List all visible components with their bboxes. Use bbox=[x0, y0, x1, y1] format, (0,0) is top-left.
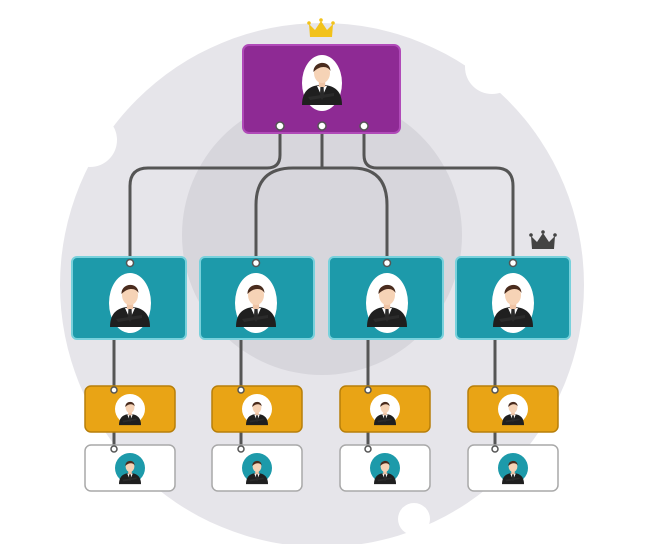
connector-line bbox=[362, 128, 515, 264]
connector-port bbox=[237, 386, 245, 394]
manager-node bbox=[199, 256, 315, 340]
crown-icon-dark bbox=[529, 230, 557, 249]
connector-port bbox=[237, 445, 245, 453]
connector-port bbox=[491, 445, 499, 453]
connector-port bbox=[251, 258, 261, 268]
lead-node bbox=[339, 385, 431, 433]
connector-port bbox=[359, 121, 369, 131]
lead-node bbox=[467, 385, 559, 433]
connector-port bbox=[382, 258, 392, 268]
connector-port bbox=[125, 258, 135, 268]
connector-port bbox=[364, 386, 372, 394]
staff-node bbox=[339, 444, 431, 492]
staff-node bbox=[211, 444, 303, 492]
connector-port bbox=[508, 258, 518, 268]
staff-node bbox=[467, 444, 559, 492]
connector-line bbox=[128, 128, 282, 264]
manager-node bbox=[328, 256, 444, 340]
connector-port bbox=[364, 445, 372, 453]
top-executive-node bbox=[242, 44, 401, 134]
lead-node bbox=[84, 385, 176, 433]
connector-port bbox=[317, 121, 327, 131]
manager-node bbox=[71, 256, 187, 340]
connector-port bbox=[491, 386, 499, 394]
connector-port bbox=[275, 121, 285, 131]
connector-port bbox=[110, 386, 118, 394]
connector-line bbox=[254, 166, 389, 264]
crown-icon-gold bbox=[307, 18, 335, 37]
staff-ports bbox=[110, 445, 499, 453]
decorative-circle bbox=[63, 113, 117, 167]
connector-port bbox=[110, 445, 118, 453]
decorative-circle bbox=[465, 40, 519, 94]
lead-ports bbox=[110, 386, 499, 394]
staff-node bbox=[84, 444, 176, 492]
decorative-circle bbox=[398, 503, 430, 535]
connectors bbox=[112, 128, 515, 452]
lead-node bbox=[211, 385, 303, 433]
manager-node bbox=[455, 256, 571, 340]
manager-ports bbox=[125, 258, 518, 268]
